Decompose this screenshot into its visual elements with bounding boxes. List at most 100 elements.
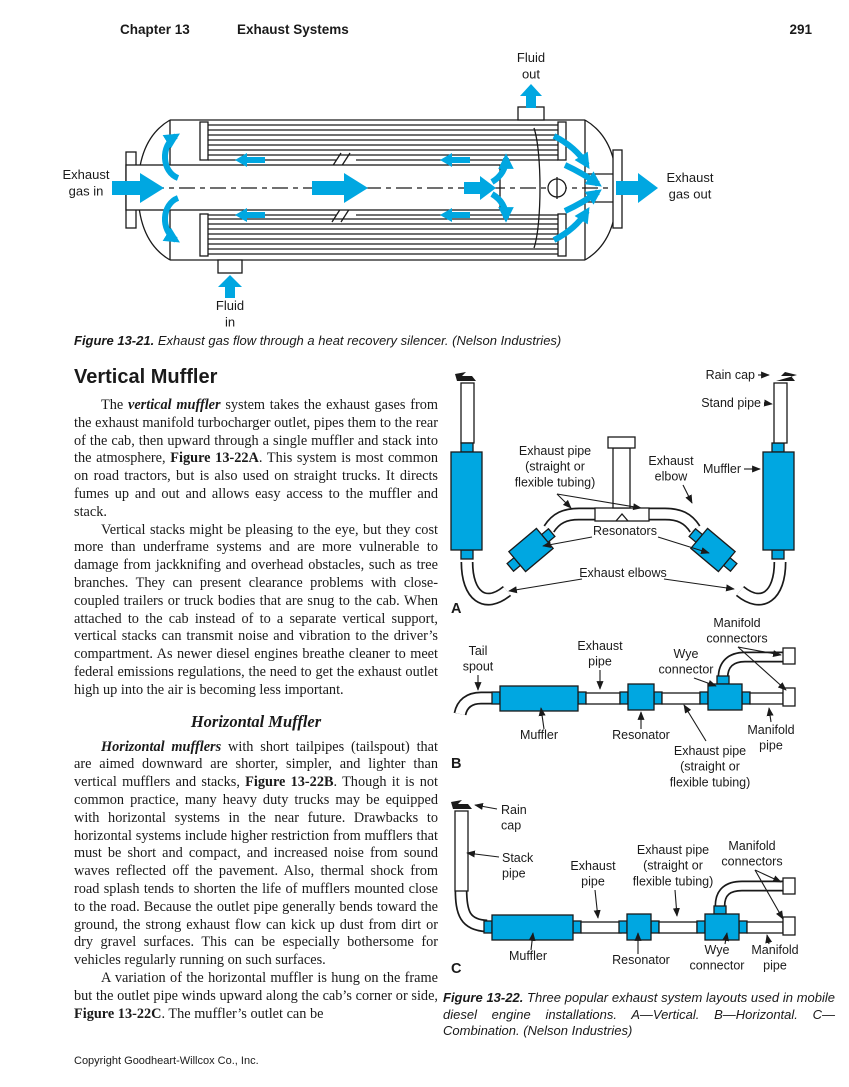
split-up-arrow (490, 153, 514, 185)
rain-cap-icon (776, 372, 797, 381)
label-exhaust-elbows: Exhaust elbows (579, 566, 667, 580)
return-arrow (235, 153, 265, 167)
return-arrow (235, 208, 265, 222)
header-chapter: Chapter 13 (120, 22, 190, 37)
exhaust-pipe-flex (661, 692, 701, 705)
paragraph: A variation of the horizontal muffler is… (74, 969, 438, 1022)
resonator (627, 683, 655, 711)
right-sweep (563, 162, 602, 187)
figure-13-22-caption: Figure 13-22. Three popular exhaust syst… (443, 990, 836, 1039)
label-resonator: Resonator (612, 728, 670, 742)
return-arrow (440, 208, 470, 222)
rain-cap-icon (451, 800, 472, 809)
resonator (626, 913, 652, 941)
manifold-connector-lower (782, 916, 796, 936)
muffler (499, 685, 579, 712)
return-arrow (440, 153, 470, 167)
manifold-pipe (746, 921, 784, 934)
wye-pipe-center (594, 436, 650, 522)
resonator-right (688, 527, 738, 573)
stand-pipe-left (460, 382, 475, 444)
exhaust-pipe (580, 921, 622, 934)
label-resonator: Resonator (612, 953, 670, 967)
label-resonators: Resonators (593, 524, 657, 538)
left-curl-down (162, 195, 180, 243)
paragraph: Horizontal mufflers with short tailpipes… (74, 738, 439, 969)
wye-connector (707, 683, 743, 711)
heading-horizontal-muffler: Horizontal Muffler (190, 711, 322, 731)
stand-pipe-right (773, 382, 788, 444)
diagram-a-drawing: Rain cap Stand pipe Exhaust pipe(straigh… (450, 368, 797, 617)
manifold-pipe (749, 692, 784, 705)
right-sweep (563, 189, 602, 214)
header-title: Exhaust Systems (237, 22, 349, 37)
heading-vertical-muffler: Vertical Muffler (74, 366, 218, 388)
right-sweep (552, 133, 590, 169)
figure-13-22-diagram-a: Rain cap Stand pipe Exhaust pipe(straigh… (445, 366, 840, 623)
split-down-arrow (490, 191, 514, 223)
outlet-arrow (616, 173, 658, 203)
label-rain-cap: Rain cap (706, 368, 755, 382)
fluid-out-arrow (520, 84, 542, 108)
fluid-out-nozzle (517, 106, 545, 121)
stack-pipe (454, 810, 469, 892)
exhaust-pipe-flex (658, 921, 698, 934)
resonator-left (506, 527, 556, 573)
left-curl-up (162, 133, 180, 181)
fluid-in-arrow (218, 275, 242, 298)
manifold-connector-lower (782, 687, 796, 707)
inlet-arrow (112, 173, 164, 203)
manifold-connector-upper (782, 877, 796, 895)
copyright-notice: Copyright Goodheart-Willcox Co., Inc. (74, 1055, 259, 1067)
rain-cap-icon (455, 372, 476, 381)
label-muffler: Muffler (703, 462, 741, 476)
paragraph: Vertical stacks might be pleasing to the… (74, 521, 438, 698)
label-muffler: Muffler (509, 949, 547, 963)
exhaust-pipe (585, 692, 621, 705)
paragraph: The vertical muffler system takes the ex… (74, 397, 438, 520)
diagram-letter-a: A (451, 601, 462, 617)
label-muffler: Muffler (520, 728, 558, 742)
mid-arrow (312, 173, 368, 203)
right-sweep (552, 207, 590, 243)
header-page-number: 291 (789, 22, 812, 37)
wye-connector (704, 913, 740, 941)
fluid-in-nozzle (217, 259, 243, 274)
split-arrow (464, 176, 496, 200)
label-stand-pipe: Stand pipe (701, 396, 761, 410)
diagram-letter-c: C (451, 961, 462, 977)
flow-arrows (112, 84, 658, 298)
baffle (533, 127, 541, 249)
figure-13-21-caption: Figure 13-21. Exhaust gas flow through a… (74, 333, 562, 348)
manifold-connector-upper (782, 647, 796, 665)
article-column: Vertical Muffler The vertical muffler sy… (74, 366, 438, 1023)
muffler-left (450, 451, 483, 551)
muffler-right (762, 451, 795, 551)
diagram-letter-b: B (451, 756, 461, 772)
